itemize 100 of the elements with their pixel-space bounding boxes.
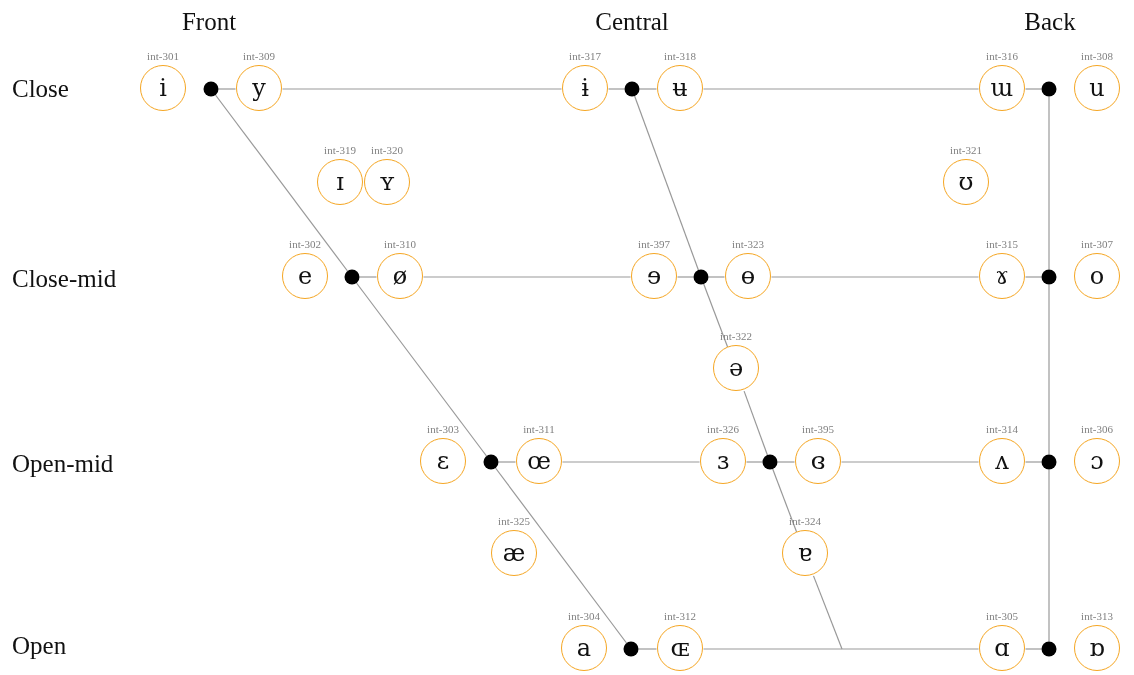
chart-line [637,648,658,650]
vowel-id-label: int-301 [147,50,179,63]
chart-line [214,94,349,272]
column-heading: Back [1024,8,1076,36]
vowel-symbol-circle: o [1074,253,1120,299]
row-heading: Close-mid [12,265,117,293]
chart-line [1024,648,1043,650]
vowel-id-label: int-397 [638,238,670,251]
vowel-symbol-circle: ʏ [364,159,410,205]
vowel-symbol-circle: y [236,65,282,111]
row-heading: Close [12,75,69,103]
chart-line [703,283,729,348]
vowel-symbol-circle: ɜ [700,438,746,484]
vowel-symbol-circle: ɔ [1074,438,1120,484]
vowel-id-label: int-305 [986,610,1018,623]
junction-dot [693,269,709,285]
vowel-symbol-circle: u [1074,65,1120,111]
vowel-symbol-circle: ʌ [979,438,1025,484]
vowel-symbol-circle: ɪ [317,159,363,205]
junction-dot [623,641,639,657]
vowel-id-label: int-326 [707,423,739,436]
vowel-id-label: int-317 [569,50,601,63]
vowel-symbol-circle: ɑ [979,625,1025,671]
row-heading: Open-mid [12,450,114,478]
chart-line [494,467,628,644]
chart-line [1024,88,1043,90]
junction-dot [1041,269,1057,285]
chart-line [702,648,980,650]
vowel-symbol-circle: ɞ [795,438,841,484]
vowel-id-label: int-315 [986,238,1018,251]
vowel-id-label: int-307 [1081,238,1113,251]
row-heading: Open [12,632,67,660]
chart-line [770,276,980,278]
chart-line [707,276,726,278]
column-heading: Central [595,8,669,36]
vowel-id-label: int-316 [986,50,1018,63]
vowel-symbol-circle: ʊ [943,159,989,205]
vowel-id-label: int-313 [1081,610,1113,623]
vowel-id-label: int-310 [384,238,416,251]
vowel-id-label: int-303 [427,423,459,436]
chart-line [281,88,563,90]
vowel-id-label: int-306 [1081,423,1113,436]
chart-line [638,88,658,90]
chart-line [634,95,699,271]
chart-line [743,390,768,456]
vowel-id-label: int-322 [720,330,752,343]
junction-dot [1041,454,1057,470]
chart-line [1024,461,1043,463]
chart-line [1048,468,1050,643]
chart-line [1048,95,1050,271]
vowel-symbol-circle: ə [713,345,759,391]
chart-line [676,276,695,278]
vowel-symbol-circle: ɶ [657,625,703,671]
vowel-symbol-circle: ɒ [1074,625,1120,671]
vowel-symbol-circle: ɵ [725,253,771,299]
vowel-id-label: int-325 [498,515,530,528]
vowel-id-label: int-304 [568,610,600,623]
vowel-symbol-circle: ɨ [562,65,608,111]
vowel-id-label: int-320 [371,144,403,157]
junction-dot [483,454,499,470]
chart-line [355,282,488,457]
vowel-id-label: int-309 [243,50,275,63]
junction-dot [203,81,219,97]
chart-line [840,461,980,463]
chart-line [745,461,764,463]
chart-line [702,88,980,90]
vowel-symbol-circle: ɐ [782,530,828,576]
chart-line [358,276,378,278]
vowel-symbol-circle: ø [377,253,423,299]
chart-line [607,88,626,90]
junction-dot [624,81,640,97]
chart-line [561,461,701,463]
vowel-id-label: int-324 [789,515,821,528]
vowel-symbol-circle: œ [516,438,562,484]
junction-dot [1041,81,1057,97]
vowel-id-label: int-314 [986,423,1018,436]
chart-line [422,276,632,278]
vowel-symbol-circle: ɤ [979,253,1025,299]
chart-line [217,88,237,90]
vowel-symbol-circle: ɛ [420,438,466,484]
vowel-id-label: int-395 [802,423,834,436]
vowel-symbol-circle: ʉ [657,65,703,111]
vowel-symbol-circle: æ [491,530,537,576]
vowel-id-label: int-302 [289,238,321,251]
junction-dot [1041,641,1057,657]
vowel-symbol-circle: ɯ [979,65,1025,111]
vowel-symbol-circle: ɘ [631,253,677,299]
chart-line [772,468,798,533]
junction-dot [762,454,778,470]
junction-dot [344,269,360,285]
vowel-id-label: int-323 [732,238,764,251]
vowel-symbol-circle: i [140,65,186,111]
vowel-id-label: int-311 [523,423,555,436]
vowel-id-label: int-308 [1081,50,1113,63]
chart-line [776,461,796,463]
vowel-id-label: int-319 [324,144,356,157]
vowel-id-label: int-318 [664,50,696,63]
column-heading: Front [181,8,237,36]
vowel-id-label: int-312 [664,610,696,623]
vowel-symbol-circle: e [282,253,328,299]
